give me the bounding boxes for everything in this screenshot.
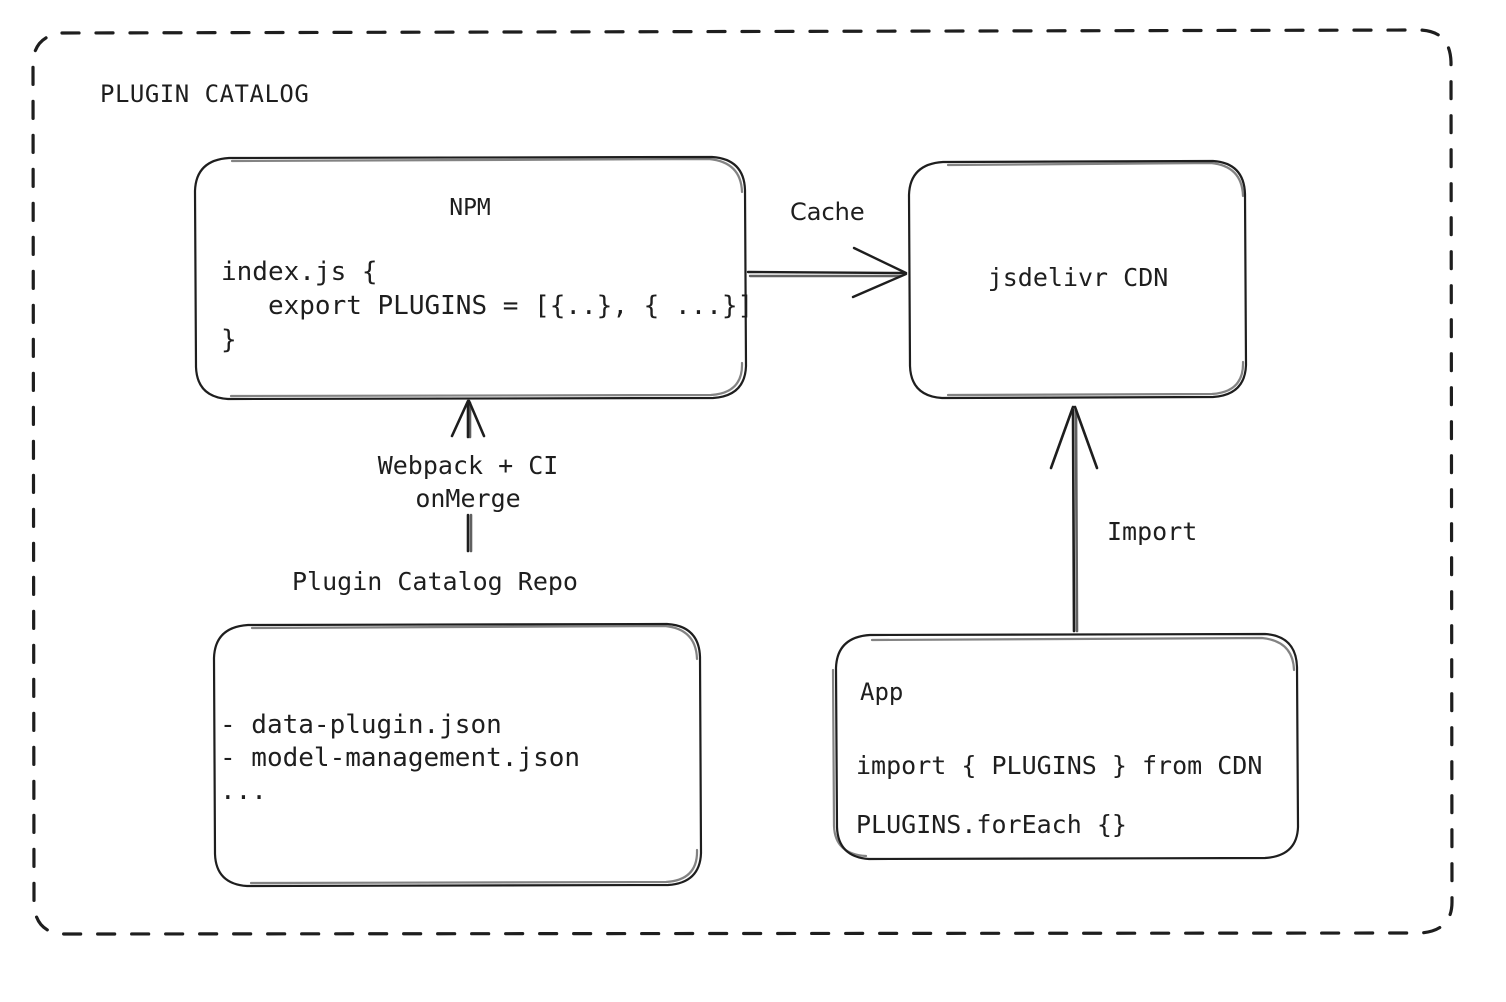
frame-title: PLUGIN CATALOG <box>100 80 310 108</box>
cdn-node-title: jsdelivr CDN <box>987 263 1169 292</box>
edge-npm-to-cdn <box>746 246 908 299</box>
npm-node-title: NPM <box>449 195 491 221</box>
app-node-code: import { PLUGINS } from CDN PLUGINS.forE… <box>856 751 1263 839</box>
repo-node-caption: Plugin Catalog Repo <box>292 567 578 596</box>
edge-label-webpack-ci: Webpack + CI onMerge <box>377 451 559 513</box>
edge-app-to-cdn <box>1049 405 1099 633</box>
app-node-title: App <box>860 678 904 706</box>
edge-label-import: Import <box>1107 517 1198 546</box>
edge-label-cache: Cache <box>790 198 865 226</box>
npm-node-code: index.js { export PLUGINS = [{..}, { ...… <box>221 257 754 355</box>
repo-node-file-list: - data-plugin.json - model-management.js… <box>220 710 581 806</box>
